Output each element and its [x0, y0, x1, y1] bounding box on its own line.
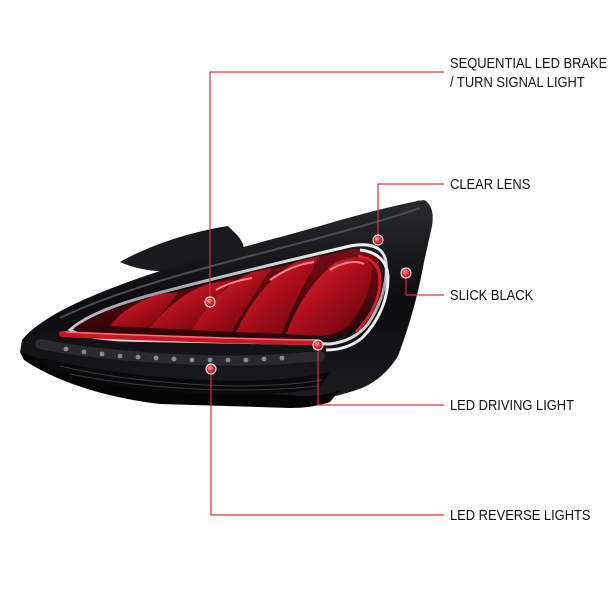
chrome-bezel: [67, 243, 388, 346]
label-led-driving-light: LED DRIVING LIGHT: [450, 396, 574, 415]
callout-leaders: [209, 71, 444, 516]
clear-lens-ring: [325, 248, 390, 352]
led-blade-1: [110, 292, 178, 328]
label-slick-black: SLICK BLACK: [450, 286, 533, 305]
label-led-reverse-lights: LED REVERSE LIGHTS: [450, 506, 591, 525]
housing-highlight: [59, 207, 421, 319]
dot-reverse: [205, 363, 217, 375]
dot-sequential: [204, 296, 216, 308]
label-line: LED REVERSE LIGHTS: [450, 507, 591, 524]
blade-highlight: [269, 261, 315, 281]
label-line: CLEAR LENS: [450, 176, 531, 193]
dot-clear-lens: [372, 234, 384, 246]
reflector-line: [59, 365, 323, 387]
label-line: / TURN SIGNAL LIGHT: [450, 74, 585, 91]
dot-slick-black: [400, 267, 412, 279]
label-clear-lens: CLEAR LENS: [450, 175, 530, 194]
blade-highlight: [329, 261, 365, 271]
reflector-line: [69, 373, 319, 391]
leader-clear-lens: [377, 183, 444, 240]
dot-driving: [312, 339, 324, 351]
led-blade-3: [192, 268, 272, 332]
label-line: LED DRIVING LIGHT: [450, 397, 575, 414]
callout-dots: [204, 234, 412, 375]
leader-driving: [317, 346, 444, 406]
clear-lens-ring-red: [354, 254, 382, 334]
leader-reverse: [210, 369, 444, 516]
driving-light-strip: [59, 331, 319, 345]
led-blade-2: [150, 280, 232, 330]
label-sequential-led-brake-turn: SEQUENTIAL LED BRAKE / TURN SIGNAL LIGHT: [450, 54, 607, 92]
reverse-led-dots: [63, 346, 285, 363]
label-line: SLICK BLACK: [450, 287, 534, 304]
led-blade-4: [236, 256, 320, 334]
led-blade-5: [286, 257, 372, 336]
housing-top-tab: [120, 200, 420, 272]
label-line: SEQUENTIAL LED BRAKE: [450, 55, 608, 72]
leader-sequential: [209, 71, 444, 302]
blade-highlight: [215, 277, 253, 291]
leader-slick-black: [405, 274, 444, 296]
driving-light-glow: [65, 331, 317, 341]
